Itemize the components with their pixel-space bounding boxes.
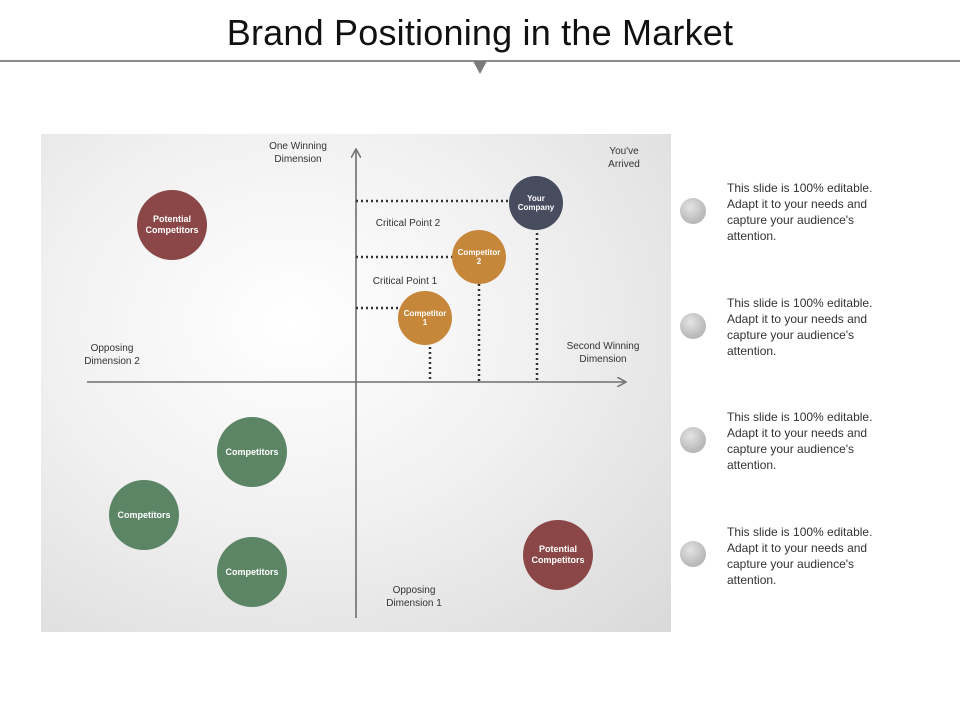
note-text: This slide is 100% editable. Adapt it to… — [727, 410, 873, 472]
competitor-1-node: Competitor 1 — [398, 291, 452, 345]
note-text: This slide is 100% editable. Adapt it to… — [727, 525, 873, 587]
positioning-map: One Winning Dimension You've Arrived Sec… — [41, 134, 671, 632]
note-bullet-icon — [680, 541, 706, 567]
potential-competitors-node-top-left: Potential Competitors — [137, 190, 207, 260]
competitors-node-c: Competitors — [217, 537, 287, 607]
critical-point-1-label: Critical Point 1 — [372, 276, 438, 287]
note-text: This slide is 100% editable. Adapt it to… — [727, 296, 873, 358]
note-text: This slide is 100% editable. Adapt it to… — [727, 181, 873, 243]
potential-competitors-node-bottom-right: Potential Competitors — [523, 520, 593, 590]
title-pointer-icon — [473, 61, 487, 74]
critical-point-2-label: Critical Point 2 — [375, 218, 441, 229]
axis-label-bottom: Opposing Dimension 1 — [386, 585, 442, 609]
axis-label-top-right: You've Arrived — [608, 146, 640, 170]
note-bullet-icon — [680, 427, 706, 453]
axis-label-right: Second Winning Dimension — [566, 341, 640, 365]
axes-and-guides — [87, 134, 671, 618]
competitor-2-node: Competitor 2 — [452, 230, 506, 284]
note-bullet-icon — [680, 313, 706, 339]
your-company-node: Your Company — [509, 176, 563, 230]
competitors-node-a: Competitors — [217, 417, 287, 487]
competitors-node-b: Competitors — [109, 480, 179, 550]
page-title: Brand Positioning in the Market — [226, 12, 734, 53]
note-bullet-icon — [680, 198, 706, 224]
axis-label-top: One Winning Dimension — [269, 141, 327, 165]
axis-label-left: Opposing Dimension 2 — [84, 343, 140, 367]
